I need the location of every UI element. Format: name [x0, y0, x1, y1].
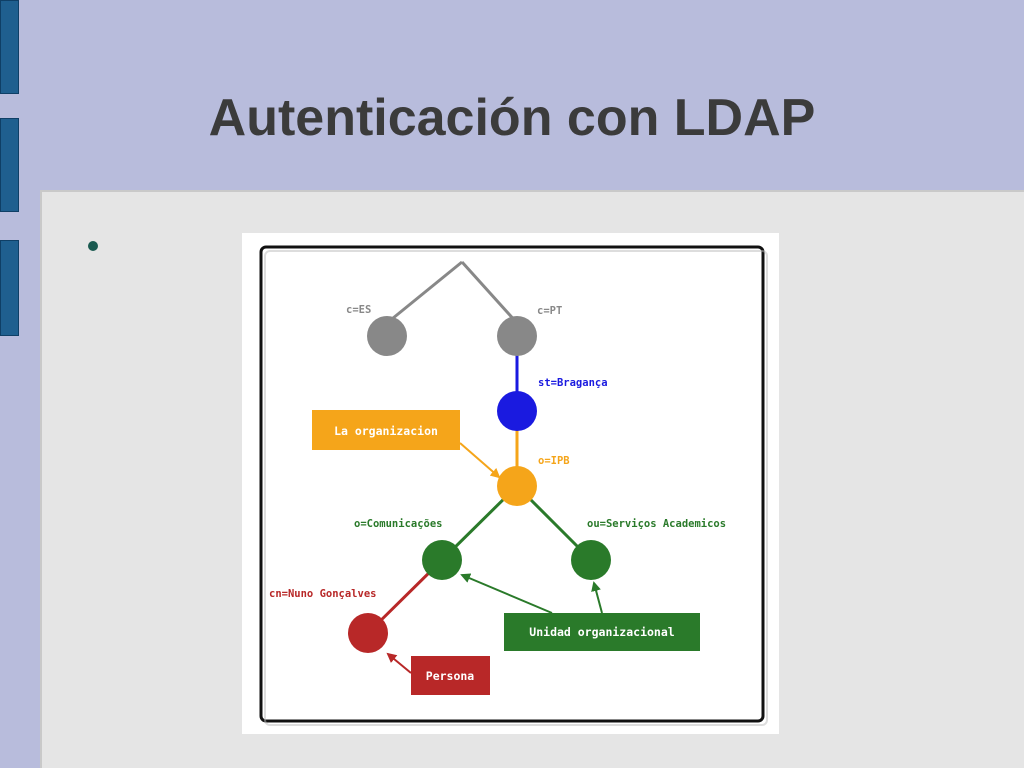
- side-accent-bar-bottom: [0, 240, 19, 336]
- label-o-com: o=Comunicações: [354, 518, 443, 530]
- callout-organizacion-box: [312, 410, 460, 450]
- node-cn: [348, 613, 388, 653]
- diagram-frame-shadow: [264, 250, 768, 726]
- callout-organizacion-label: La organizacion: [334, 424, 438, 438]
- side-accent-bar-top: [0, 0, 19, 94]
- arrow-unidad-serv: [591, 581, 603, 614]
- callout-unidad-label: Unidad organizacional: [529, 625, 674, 639]
- bullet-point: [88, 241, 98, 251]
- label-ou-serv: ou=Serviços Academicos: [587, 518, 726, 530]
- arrow-persona: [386, 652, 412, 674]
- node-o-ipb: [497, 466, 537, 506]
- node-ou-serv: [571, 540, 611, 580]
- node-c-es: [367, 316, 407, 356]
- ldap-tree-figure: c=ES c=PT st=Bragança o=IPB o=Comunicaçõ…: [242, 233, 779, 734]
- label-c-es: c=ES: [346, 304, 371, 316]
- edge-root-es: [386, 260, 463, 325]
- callout-unidad-box: [504, 613, 700, 651]
- label-cn: cn=Nuno Gonçalves: [269, 588, 376, 600]
- ldap-tree-diagram: c=ES c=PT st=Bragança o=IPB o=Comunicaçõ…: [259, 245, 768, 726]
- label-o-ipb: o=IPB: [538, 455, 570, 467]
- label-st: st=Bragança: [538, 377, 608, 389]
- callout-persona-label: Persona: [426, 669, 475, 683]
- node-o-com: [422, 540, 462, 580]
- edge-root-pt: [460, 260, 519, 325]
- arrow-organizacion: [459, 442, 501, 479]
- arrow-unidad-com: [460, 573, 553, 614]
- side-accent-bar-middle: [0, 118, 19, 212]
- slide-title: Autenticación con LDAP: [208, 89, 816, 147]
- node-c-pt: [497, 316, 537, 356]
- label-c-pt: c=PT: [537, 305, 562, 317]
- callout-persona-box: [411, 656, 490, 695]
- node-st: [497, 391, 537, 431]
